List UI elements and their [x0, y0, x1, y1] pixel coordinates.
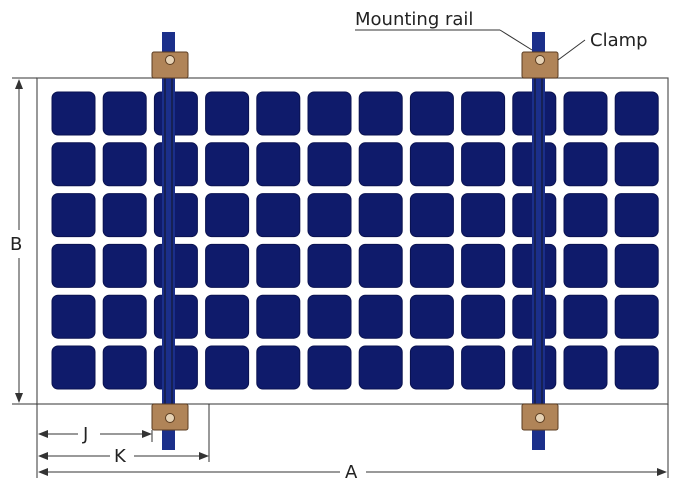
- solar-cell: [256, 294, 301, 339]
- solar-cell: [409, 142, 454, 187]
- solar-cell: [205, 142, 250, 187]
- solar-cell: [153, 193, 198, 238]
- solar-cell: [563, 243, 608, 288]
- solar-cell: [614, 91, 659, 136]
- solar-cell: [358, 91, 403, 136]
- solar-cell: [409, 294, 454, 339]
- solar-cell: [205, 243, 250, 288]
- solar-cell: [307, 142, 352, 187]
- clamp-top-right: [521, 51, 559, 79]
- solar-cell: [358, 193, 403, 238]
- solar-cell: [358, 345, 403, 390]
- solar-cell: [205, 345, 250, 390]
- solar-cell: [358, 142, 403, 187]
- solar-cell: [614, 294, 659, 339]
- solar-cell: [461, 142, 506, 187]
- solar-cell: [614, 345, 659, 390]
- dimension-k-label: K: [114, 446, 127, 467]
- solar-cell: [102, 142, 147, 187]
- solar-cell: [461, 243, 506, 288]
- solar-cell: [102, 294, 147, 339]
- solar-cell: [307, 294, 352, 339]
- mounting-rail-left: [162, 32, 175, 450]
- solar-cell: [51, 91, 96, 136]
- solar-cell: [307, 193, 352, 238]
- solar-cell: [461, 294, 506, 339]
- solar-cell: [563, 142, 608, 187]
- mounting-rail-right: [532, 32, 545, 450]
- solar-cell: [461, 91, 506, 136]
- solar-cell: [461, 345, 506, 390]
- solar-cell: [51, 193, 96, 238]
- solar-cell: [153, 142, 198, 187]
- solar-cell: [102, 193, 147, 238]
- clamp-callout: [557, 39, 586, 61]
- clamp-bottom-right: [521, 403, 559, 431]
- clamp-top-left: [151, 51, 189, 79]
- solar-cell: [461, 193, 506, 238]
- solar-cell: [102, 243, 147, 288]
- solar-cell: [153, 294, 198, 339]
- solar-cell: [102, 345, 147, 390]
- solar-cell: [256, 243, 301, 288]
- solar-cell: [205, 294, 250, 339]
- solar-cell: [256, 142, 301, 187]
- solar-cell: [256, 193, 301, 238]
- solar-cell: [307, 243, 352, 288]
- solar-cell: [51, 345, 96, 390]
- solar-cell: [614, 142, 659, 187]
- solar-cell: [563, 91, 608, 136]
- solar-cell: [205, 193, 250, 238]
- solar-cell: [153, 345, 198, 390]
- solar-cell: [153, 243, 198, 288]
- solar-cell: [614, 193, 659, 238]
- dimension-b: [12, 77, 37, 405]
- clamp-bottom-left: [151, 403, 189, 431]
- dimension-b-label: B: [10, 234, 22, 255]
- solar-cell: [307, 345, 352, 390]
- solar-cell: [205, 91, 250, 136]
- solar-cell: [256, 91, 301, 136]
- solar-cell: [409, 243, 454, 288]
- solar-cell: [409, 193, 454, 238]
- solar-cell: [358, 243, 403, 288]
- solar-cell: [409, 345, 454, 390]
- solar-cell: [614, 243, 659, 288]
- solar-cell: [51, 294, 96, 339]
- dimension-k: [38, 452, 209, 460]
- dimension-a-label: A: [345, 462, 358, 483]
- dimension-a: [38, 468, 667, 476]
- dimension-j-label: J: [82, 424, 88, 445]
- solar-cell: [563, 193, 608, 238]
- mounting-rail-callout: [355, 29, 533, 51]
- solar-cell: [409, 91, 454, 136]
- clamp-label: Clamp: [590, 30, 648, 51]
- solar-cell: [563, 345, 608, 390]
- solar-cell: [51, 142, 96, 187]
- dimension-j: [38, 430, 152, 438]
- solar-cell: [102, 91, 147, 136]
- mounting-rail-label: Mounting rail: [355, 9, 473, 30]
- solar-cell: [307, 91, 352, 136]
- solar-cell: [256, 345, 301, 390]
- dimension-extension-lines: [36, 404, 669, 478]
- solar-cell: [153, 91, 198, 136]
- solar-cell: [51, 243, 96, 288]
- solar-cell: [563, 294, 608, 339]
- solar-cell: [358, 294, 403, 339]
